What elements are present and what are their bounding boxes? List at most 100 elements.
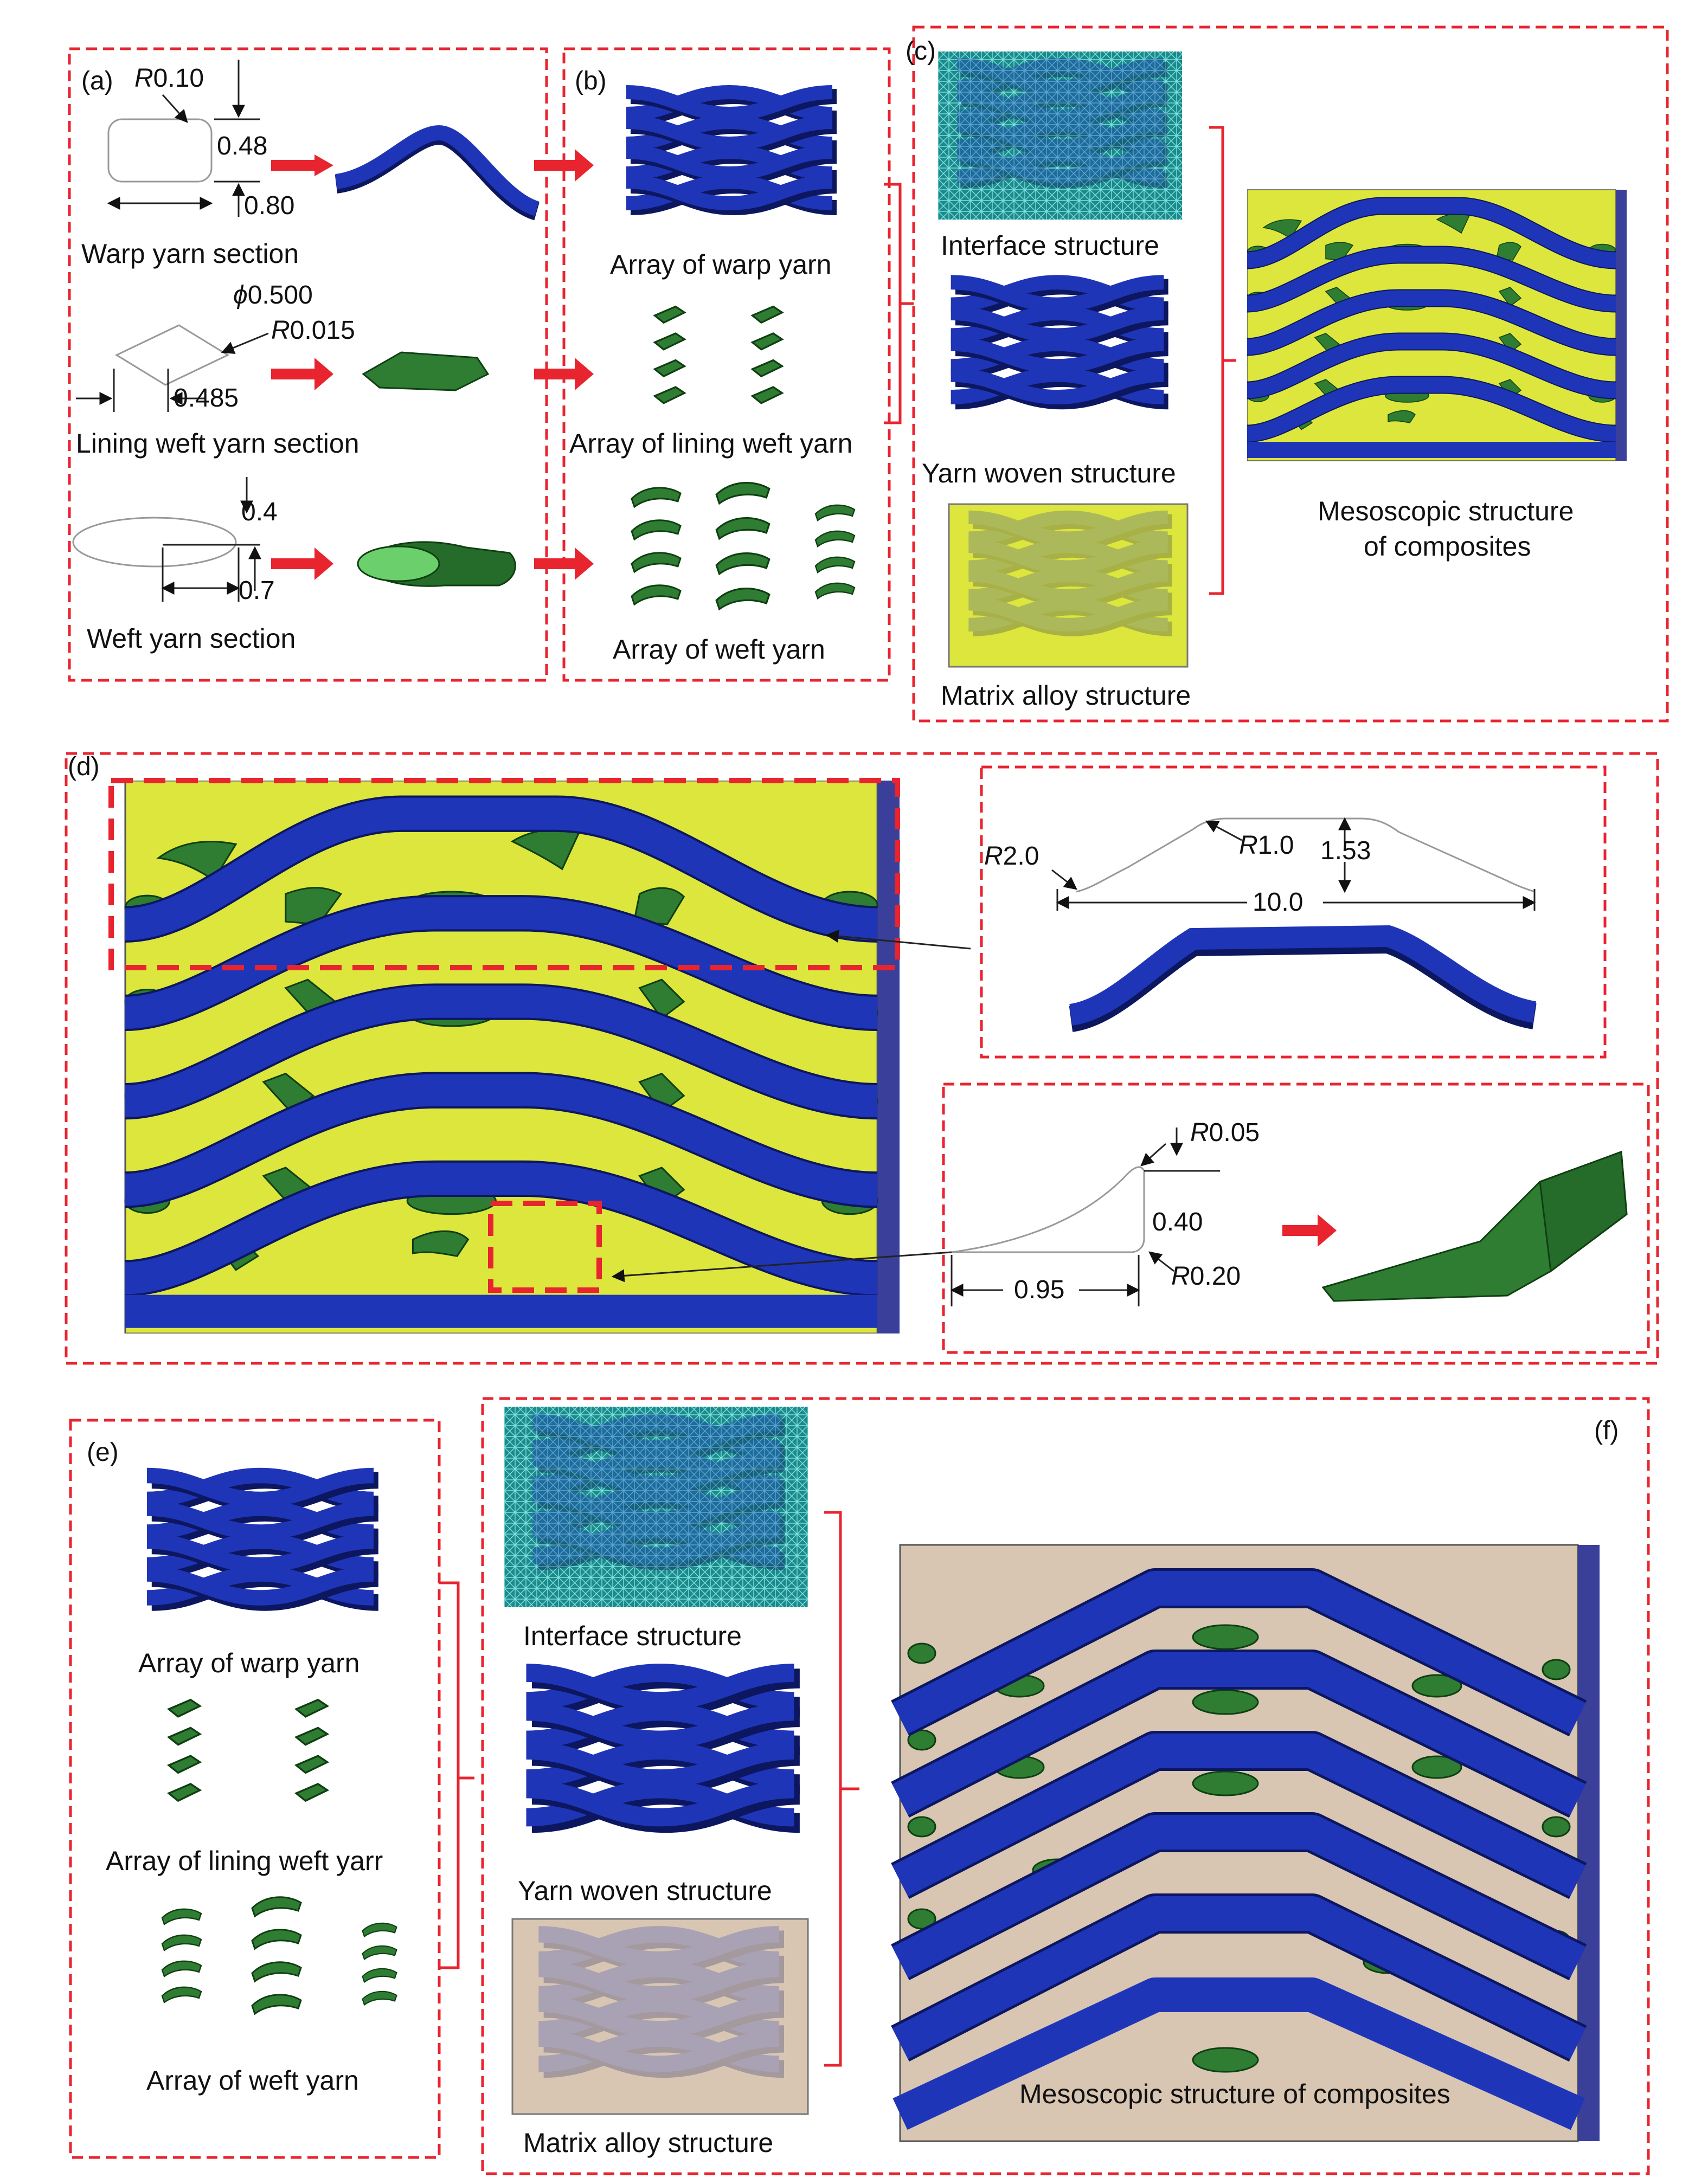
f-woven-caption: Yarn woven structure [518, 1876, 772, 1906]
e-lining-col-2 [295, 1699, 329, 1802]
woven-image [951, 282, 1168, 402]
f-interface-caption: Interface structure [523, 1621, 742, 1651]
f-interface-overlay [532, 1422, 785, 1561]
warp-yarn-3d [335, 125, 540, 216]
lining-r-tip-label: R0.05 [1190, 1118, 1260, 1147]
warp-array-caption: Array of warp yarn [610, 249, 831, 280]
lining-detail-side [1539, 1150, 1628, 1273]
arrow-lining-to-yarn [271, 358, 333, 390]
panel-f-label: (f) [1594, 1416, 1619, 1445]
lining-array-col-1 [653, 305, 686, 404]
panel-f-frame [481, 1397, 1650, 2175]
warp-r-top-arrow [1205, 820, 1242, 841]
meso-caption-1: Mesoscopic structure [1318, 496, 1574, 526]
lining-yarn-3d [362, 351, 490, 391]
lining-len-label: 0.95 [1014, 1275, 1064, 1304]
e-warp-array-image [147, 1476, 378, 1602]
lining-width-label: 0.485 [174, 384, 239, 413]
panel-d-frame [65, 752, 1659, 1365]
interface-overlay [957, 65, 1167, 181]
panel-a: (a) R0.10 0.48 0.80 Warp yarn section ϕ0… [68, 47, 594, 682]
panel-c-frame [912, 25, 1669, 723]
weft-array-col-2 [715, 481, 770, 610]
e-weft-array-caption: Array of weft yarn [146, 2065, 359, 2096]
lining-array-col-2 [751, 305, 784, 404]
e-weft-col-3 [361, 1922, 398, 2006]
warp-array-image [626, 92, 837, 208]
matrix-overlay [968, 517, 1172, 629]
weft-width-label: 0.7 [239, 576, 275, 605]
e-weft-col-2 [251, 1896, 302, 2015]
panel-e-label: (e) [87, 1438, 119, 1467]
weft-array-col-3 [814, 504, 856, 600]
weft-array-caption: Array of weft yarn [613, 634, 825, 665]
arrow-lining-detail [1282, 1214, 1337, 1247]
weft-yarn-face [357, 545, 440, 582]
f-woven-image [526, 1673, 800, 1823]
warp-section-caption: Warp yarn section [81, 239, 299, 269]
lining-section-caption: Lining weft yarn section [76, 428, 359, 459]
warp-detail-frame [980, 765, 1607, 1059]
lining-r-base-arrow [1148, 1251, 1174, 1272]
warp-r-top-label: R1.0 [1239, 831, 1294, 860]
panel-a-frame [68, 47, 548, 682]
warp-section-outline [107, 118, 213, 183]
weft-callout-line [611, 1251, 952, 1283]
matrix-caption: Matrix alloy structure [941, 680, 1191, 711]
f-meso-caption: Mesoscopic structure of composites [1019, 2079, 1450, 2109]
warp-r-end-arrow [1051, 869, 1077, 890]
f-matrix-caption: Matrix alloy structure [523, 2128, 773, 2158]
lining-radius-arrow [221, 332, 269, 354]
bracket-e-f [439, 1581, 474, 1969]
warp-height-label: 0.48 [217, 132, 267, 160]
woven-caption: Yarn woven structure [922, 458, 1176, 488]
panel-a-label: (a) [81, 67, 113, 95]
lining-array-caption: Array of lining weft yarn [569, 428, 852, 459]
weft-section-outline [72, 517, 237, 568]
interface-caption: Interface structure [941, 230, 1159, 261]
e-warp-array-caption: Array of warp yarn [138, 1648, 359, 1678]
f-matrix-overlay [538, 1934, 784, 2069]
lining-profile-outline [951, 1166, 1145, 1253]
lining-diameter-label: ϕ0.500 [233, 281, 313, 310]
arrow-a-b-1 [534, 149, 594, 182]
warp-radius-arrow [162, 94, 188, 123]
f-meso-composite-image [891, 1544, 1600, 2142]
bracket-c-meso [1209, 126, 1236, 595]
e-lining-col-1 [168, 1699, 201, 1802]
e-weft-col-1 [161, 1908, 202, 2003]
arrow-weft-to-yarn [271, 547, 333, 580]
warp-profile-outline [1076, 817, 1535, 893]
lining-section-outline [114, 324, 230, 386]
e-lining-array-caption: Array of lining weft yarr [106, 1846, 383, 1876]
warp-radius-label: R0.10 [134, 64, 204, 93]
warp-span-label: 10.0 [1253, 888, 1303, 917]
lining-r-base-label: R0.20 [1171, 1262, 1241, 1291]
panel-b-label: (b) [575, 67, 607, 95]
panel-e: (e) Array of warp yarn Array of lining w… [69, 1419, 474, 2159]
lining-height-label: 0.40 [1152, 1208, 1203, 1236]
meso-composite-image [1247, 190, 1627, 461]
lining-r-tip-arrow [1140, 1143, 1166, 1167]
warp-detail-highlight [108, 778, 900, 970]
bracket-f-meso [824, 1511, 859, 2067]
weft-height-label: 0.4 [241, 498, 278, 526]
panel-c-label: (c) [906, 37, 936, 66]
warp-callout-line [825, 930, 971, 950]
unit-cell-image [125, 781, 900, 1333]
panel-f: (f) Interface structure Yarn woven struc… [481, 1397, 1650, 2175]
panel-d-label: (d) [68, 752, 100, 781]
meso-caption-2: of composites [1364, 531, 1531, 562]
panel-d: (d) R2.0 R1.0 1.53 10.0 R0.05 0.40 R0.20 [65, 752, 1659, 1365]
warp-width-label: 0.80 [244, 191, 294, 220]
warp-r-end-label: R2.0 [984, 842, 1039, 871]
arrow-head-warp [314, 154, 333, 176]
weft-section-caption: Weft yarn section [87, 623, 296, 654]
weft-detail-highlight [488, 1201, 602, 1293]
panel-c: (c) Interface structure Yarn woven struc… [906, 25, 1669, 723]
weft-array-col-1 [631, 487, 682, 605]
bracket-b-c [884, 183, 914, 424]
warp-detail-3d [1069, 925, 1537, 1026]
